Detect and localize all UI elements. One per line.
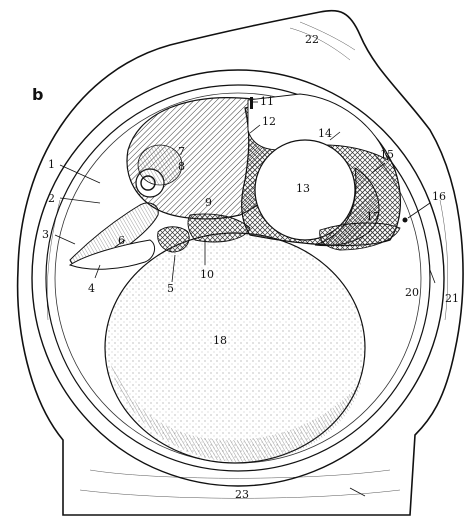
- label-1: 1: [48, 158, 55, 171]
- label-2: 2: [48, 192, 55, 205]
- label-18: 18: [213, 334, 227, 347]
- marker-16: [403, 218, 408, 223]
- marker-11: [250, 97, 253, 109]
- panel-letter: b: [32, 85, 43, 104]
- label-5: 5: [167, 282, 174, 295]
- label-4: 4: [88, 282, 95, 295]
- eye-region-7: [138, 145, 182, 185]
- label-12: 12: [262, 115, 276, 128]
- label-17: 17: [366, 210, 380, 223]
- label-8: 8: [178, 160, 185, 173]
- label-22: 22: [305, 33, 319, 46]
- region-17: [320, 223, 400, 250]
- label-21: 21: [445, 292, 459, 305]
- label-23: 23: [235, 488, 249, 501]
- label-3: 3: [42, 228, 49, 241]
- label-16: 16: [432, 190, 446, 203]
- label-7: 7: [178, 145, 185, 158]
- label-11: 11: [260, 95, 274, 108]
- label-9: 9: [205, 196, 212, 209]
- label-10: 10: [200, 268, 214, 281]
- structure-5: [158, 227, 190, 252]
- label-14: 14: [318, 127, 332, 140]
- label-13: 13: [296, 182, 310, 195]
- label-15: 15: [380, 148, 394, 161]
- label-20: 20: [405, 286, 419, 299]
- label-6: 6: [118, 234, 125, 247]
